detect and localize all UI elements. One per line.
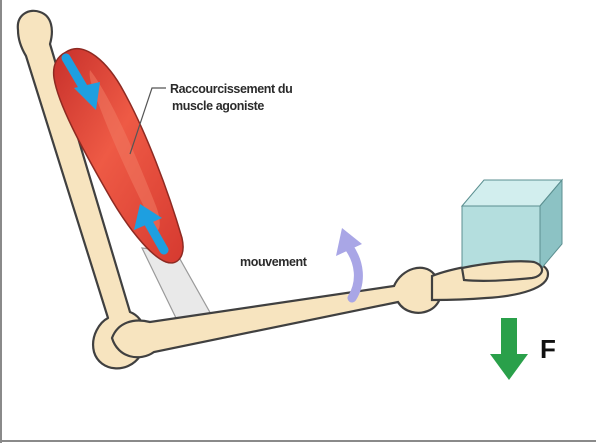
muscle-label-line2: muscle agoniste: [172, 99, 264, 113]
force-arrow-down-icon: [490, 318, 528, 380]
force-label: F: [540, 334, 556, 364]
muscle-label-line1: Raccourcissement du: [170, 82, 292, 96]
movement-label: mouvement: [240, 255, 308, 269]
weight-cube: [462, 180, 562, 270]
movement-curved-arrow-icon: [336, 228, 362, 298]
